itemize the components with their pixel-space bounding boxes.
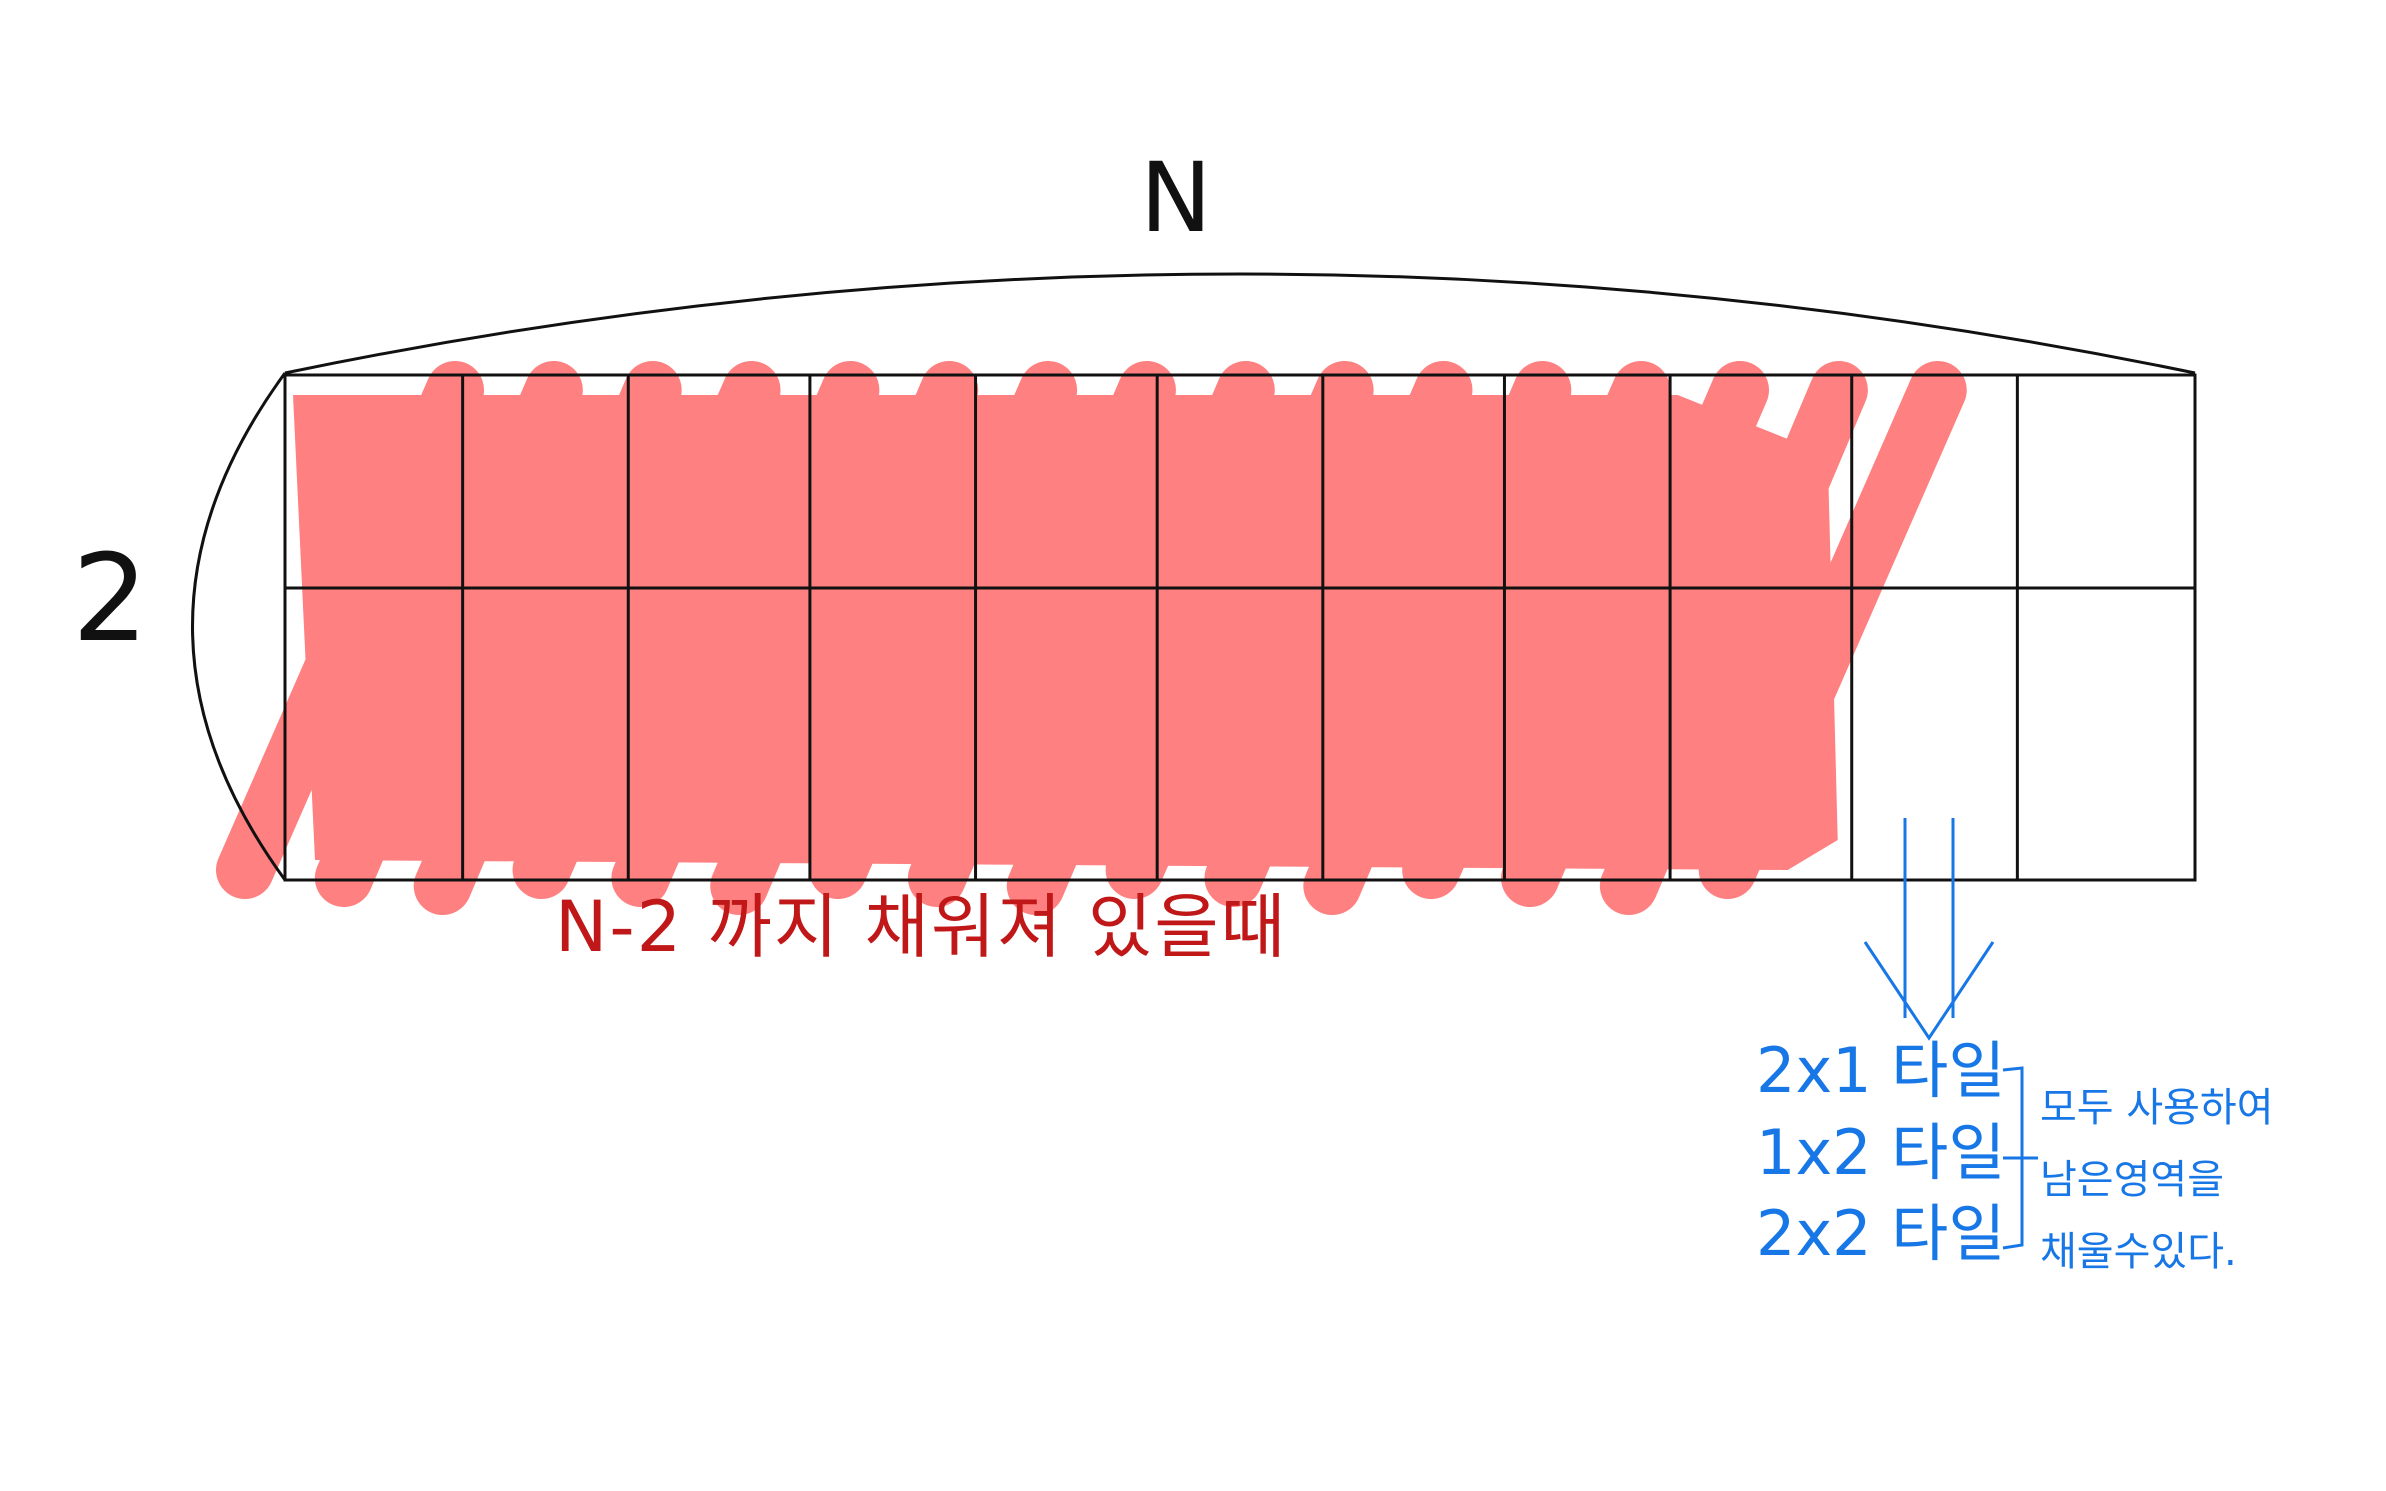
width-brace xyxy=(284,272,2196,375)
scribble-stroke xyxy=(216,361,484,899)
tile-option-1x2: 1x2 타일 xyxy=(1756,1116,2006,1189)
tile-option-2x2: 2x2 타일 xyxy=(1756,1197,2006,1270)
result-line: 채울수있다. xyxy=(2040,1229,2237,1275)
board-outline xyxy=(283,373,2197,882)
scribble-stroke xyxy=(512,361,781,899)
scribble-stroke xyxy=(1303,361,1572,915)
scribble-stroke xyxy=(1006,361,1275,915)
column-dividers xyxy=(461,375,2019,880)
height-label: 2 xyxy=(72,530,149,669)
scribble-stroke xyxy=(1204,361,1473,907)
scribble-stroke xyxy=(1105,361,1374,899)
filled-region-scribble xyxy=(216,361,1967,915)
result-line: 모두 사용하여 xyxy=(2040,1085,2274,1131)
filled-caption: N-2 까지 채워져 있을때 xyxy=(555,886,1288,968)
scribble-stroke xyxy=(413,361,682,915)
scribble-stroke xyxy=(1599,361,1868,915)
scribble-stroke xyxy=(611,361,880,907)
scribble-stroke xyxy=(314,361,583,907)
width-label: N xyxy=(1140,142,1212,254)
scribble-stroke xyxy=(1402,361,1671,899)
scribble-stroke xyxy=(710,361,979,915)
scribble-stroke xyxy=(907,361,1176,907)
height-brace xyxy=(191,372,287,881)
scribble-stroke xyxy=(1501,361,1770,907)
tile-option-2x1: 2x1 타일 xyxy=(1756,1034,2006,1107)
scribble-stroke xyxy=(809,361,1078,899)
arrow-head xyxy=(1863,941,1995,1041)
scribble-stroke xyxy=(1698,361,1967,899)
result-line: 남은영역을 xyxy=(2040,1157,2224,1203)
